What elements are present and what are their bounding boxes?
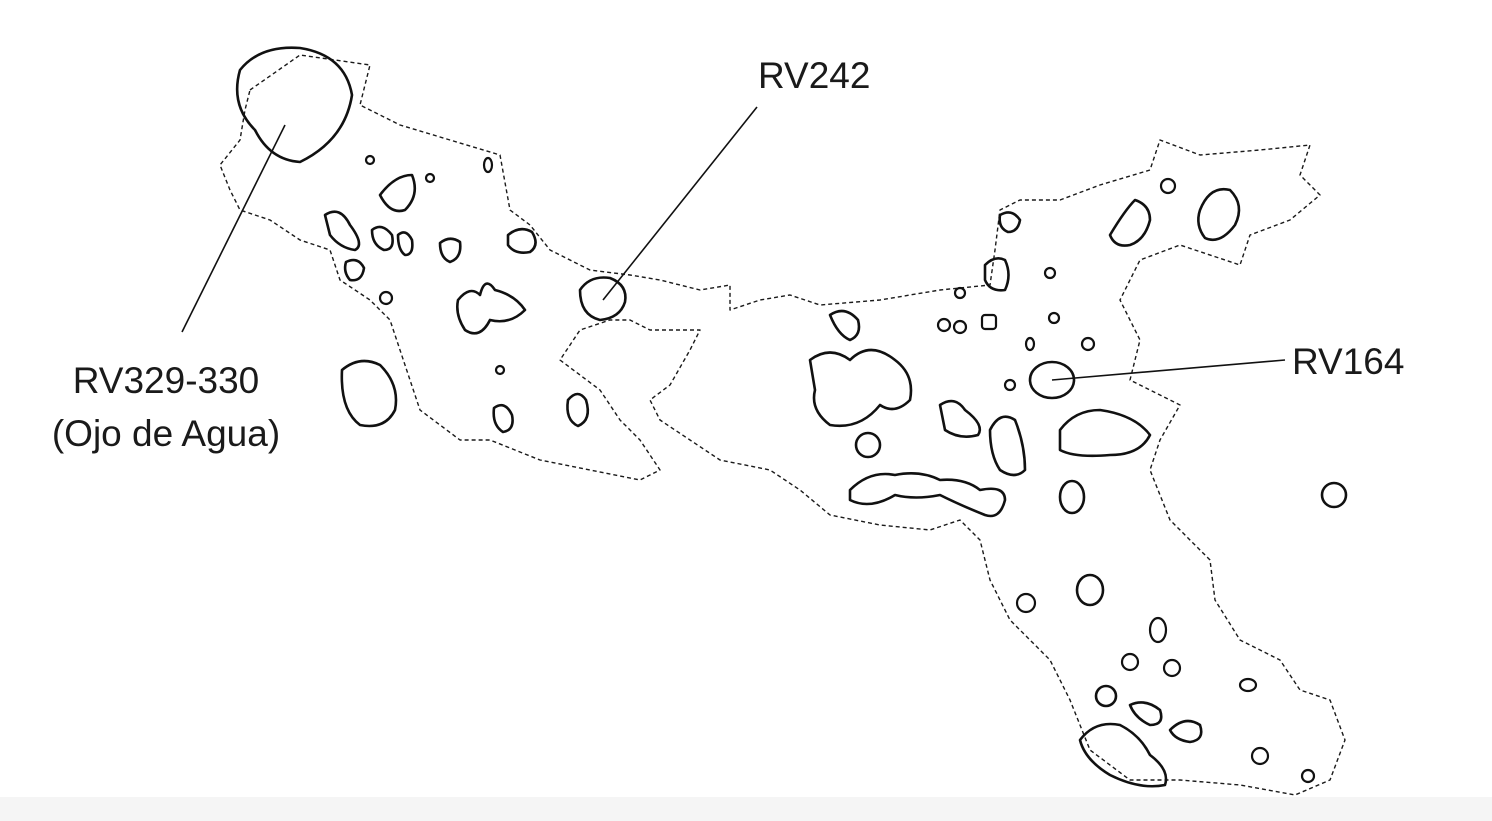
feature-blob bbox=[506, 227, 537, 254]
feature-rv329-330 bbox=[235, 46, 354, 164]
feature-blob bbox=[378, 173, 417, 213]
feature-small bbox=[424, 172, 436, 184]
feature-small bbox=[1058, 479, 1086, 515]
feature-blob bbox=[340, 359, 398, 428]
label-rv329-330: RV329-330 bbox=[73, 360, 260, 401]
feature-blob bbox=[323, 210, 361, 252]
feature-small bbox=[854, 431, 882, 459]
feature-small bbox=[1238, 677, 1258, 693]
feature-blob bbox=[1058, 408, 1152, 458]
feature-small bbox=[1024, 336, 1036, 352]
feature-blob bbox=[828, 309, 861, 342]
label-rv242: RV242 bbox=[758, 55, 870, 96]
feature-small bbox=[364, 154, 376, 166]
feature-small bbox=[1043, 266, 1057, 280]
feature-blob bbox=[438, 237, 462, 264]
feature-small bbox=[1250, 746, 1270, 766]
feature-small bbox=[1300, 768, 1316, 784]
feature-small bbox=[1148, 616, 1168, 644]
feature-small bbox=[936, 317, 952, 333]
feature-small bbox=[494, 364, 506, 376]
feature-blob bbox=[396, 231, 414, 257]
feature-blob bbox=[1197, 187, 1241, 242]
feature-small bbox=[1162, 658, 1182, 678]
feature-rv242 bbox=[578, 276, 627, 322]
feature-blob bbox=[998, 211, 1022, 234]
bottom-strip bbox=[0, 797, 1492, 821]
feature-small bbox=[378, 290, 394, 306]
label-ojo-de-agua: (Ojo de Agua) bbox=[52, 413, 280, 454]
feature-blob bbox=[370, 225, 394, 252]
leader-rv329-330 bbox=[181, 124, 286, 333]
feature-blob bbox=[988, 415, 1027, 477]
leader-rv164 bbox=[1051, 359, 1286, 381]
feature-blob bbox=[1168, 719, 1203, 744]
leader-rv242 bbox=[602, 106, 758, 301]
feature-small bbox=[482, 156, 494, 174]
feature-blob bbox=[938, 399, 982, 438]
feature-small bbox=[1120, 652, 1140, 672]
feature-blob bbox=[848, 472, 1007, 518]
site-boundary bbox=[219, 54, 1346, 796]
feature-blob bbox=[456, 282, 527, 335]
feature-blob bbox=[983, 257, 1010, 292]
feature-small bbox=[952, 319, 968, 335]
feature-blob bbox=[1108, 198, 1152, 247]
feature-small bbox=[1047, 311, 1061, 325]
feature-blob bbox=[492, 403, 514, 434]
feature-small bbox=[1003, 378, 1017, 392]
feature-small bbox=[1015, 592, 1037, 614]
feature-small bbox=[980, 313, 998, 331]
feature-small bbox=[1320, 481, 1348, 509]
feature-blob bbox=[1128, 701, 1163, 727]
feature-blob bbox=[343, 258, 366, 282]
feature-small bbox=[1094, 684, 1118, 708]
feature-blob bbox=[566, 392, 590, 428]
feature-blob bbox=[808, 348, 913, 428]
feature-blob bbox=[1078, 722, 1168, 788]
feature-small bbox=[1159, 177, 1177, 195]
feature-rv164 bbox=[1028, 360, 1076, 400]
feature-small bbox=[1075, 573, 1105, 607]
feature-small bbox=[1080, 336, 1096, 352]
feature-small bbox=[953, 286, 967, 300]
label-rv164: RV164 bbox=[1292, 341, 1404, 382]
